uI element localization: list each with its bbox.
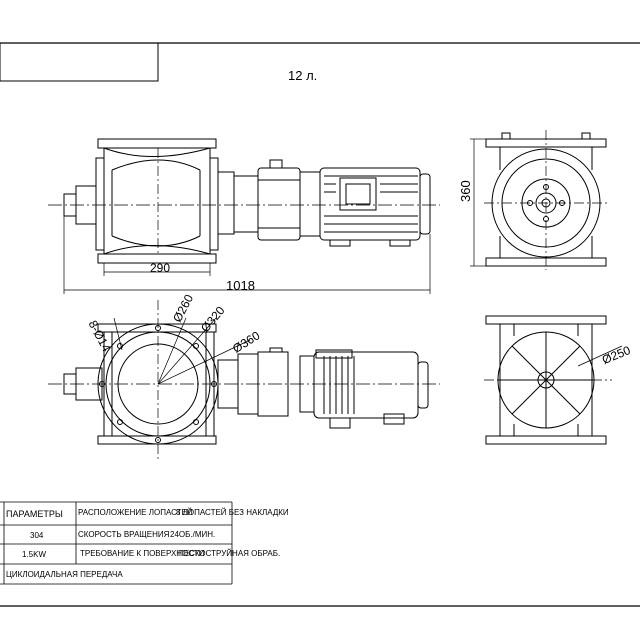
sheet-count: 12 л. bbox=[288, 68, 318, 83]
table-row-label: РАСПОЛОЖЕНИЕ ЛОПАСТЕЙ bbox=[78, 508, 193, 517]
table-row-label: СКОРОСТЬ ВРАЩЕНИЯ bbox=[78, 530, 170, 539]
plan-view-bottom bbox=[48, 300, 440, 462]
table-header: ПАРАМЕТРЫ bbox=[6, 509, 63, 519]
side-view-top bbox=[48, 138, 440, 294]
sheet-frame bbox=[0, 42, 640, 607]
table-row-value: 8 ЛОПАСТЕЙ БЕЗ НАКЛАДКИ bbox=[176, 508, 289, 517]
table-row-value: ПЕСКОСТРУЙНАЯ ОБРАБ. bbox=[178, 549, 281, 558]
dim-height: 360 bbox=[458, 180, 473, 202]
table-power: 1.5KW bbox=[22, 550, 47, 559]
dim-flange-width: 290 bbox=[150, 261, 171, 275]
table-material: 304 bbox=[30, 531, 44, 540]
spec-table-grid bbox=[0, 501, 233, 585]
dim-overall-length: 1018 bbox=[226, 278, 255, 293]
table-row-label: ТРЕБОВАНИЕ К ПОВЕРХНОСТИ bbox=[80, 549, 205, 558]
table-drive: ЦИКЛОИДАЛЬНАЯ ПЕРЕДАЧА bbox=[6, 570, 123, 579]
section-view-bottom bbox=[484, 315, 623, 445]
table-row-value: 24ОБ./МИН. bbox=[170, 530, 216, 539]
end-view-top bbox=[470, 130, 608, 270]
